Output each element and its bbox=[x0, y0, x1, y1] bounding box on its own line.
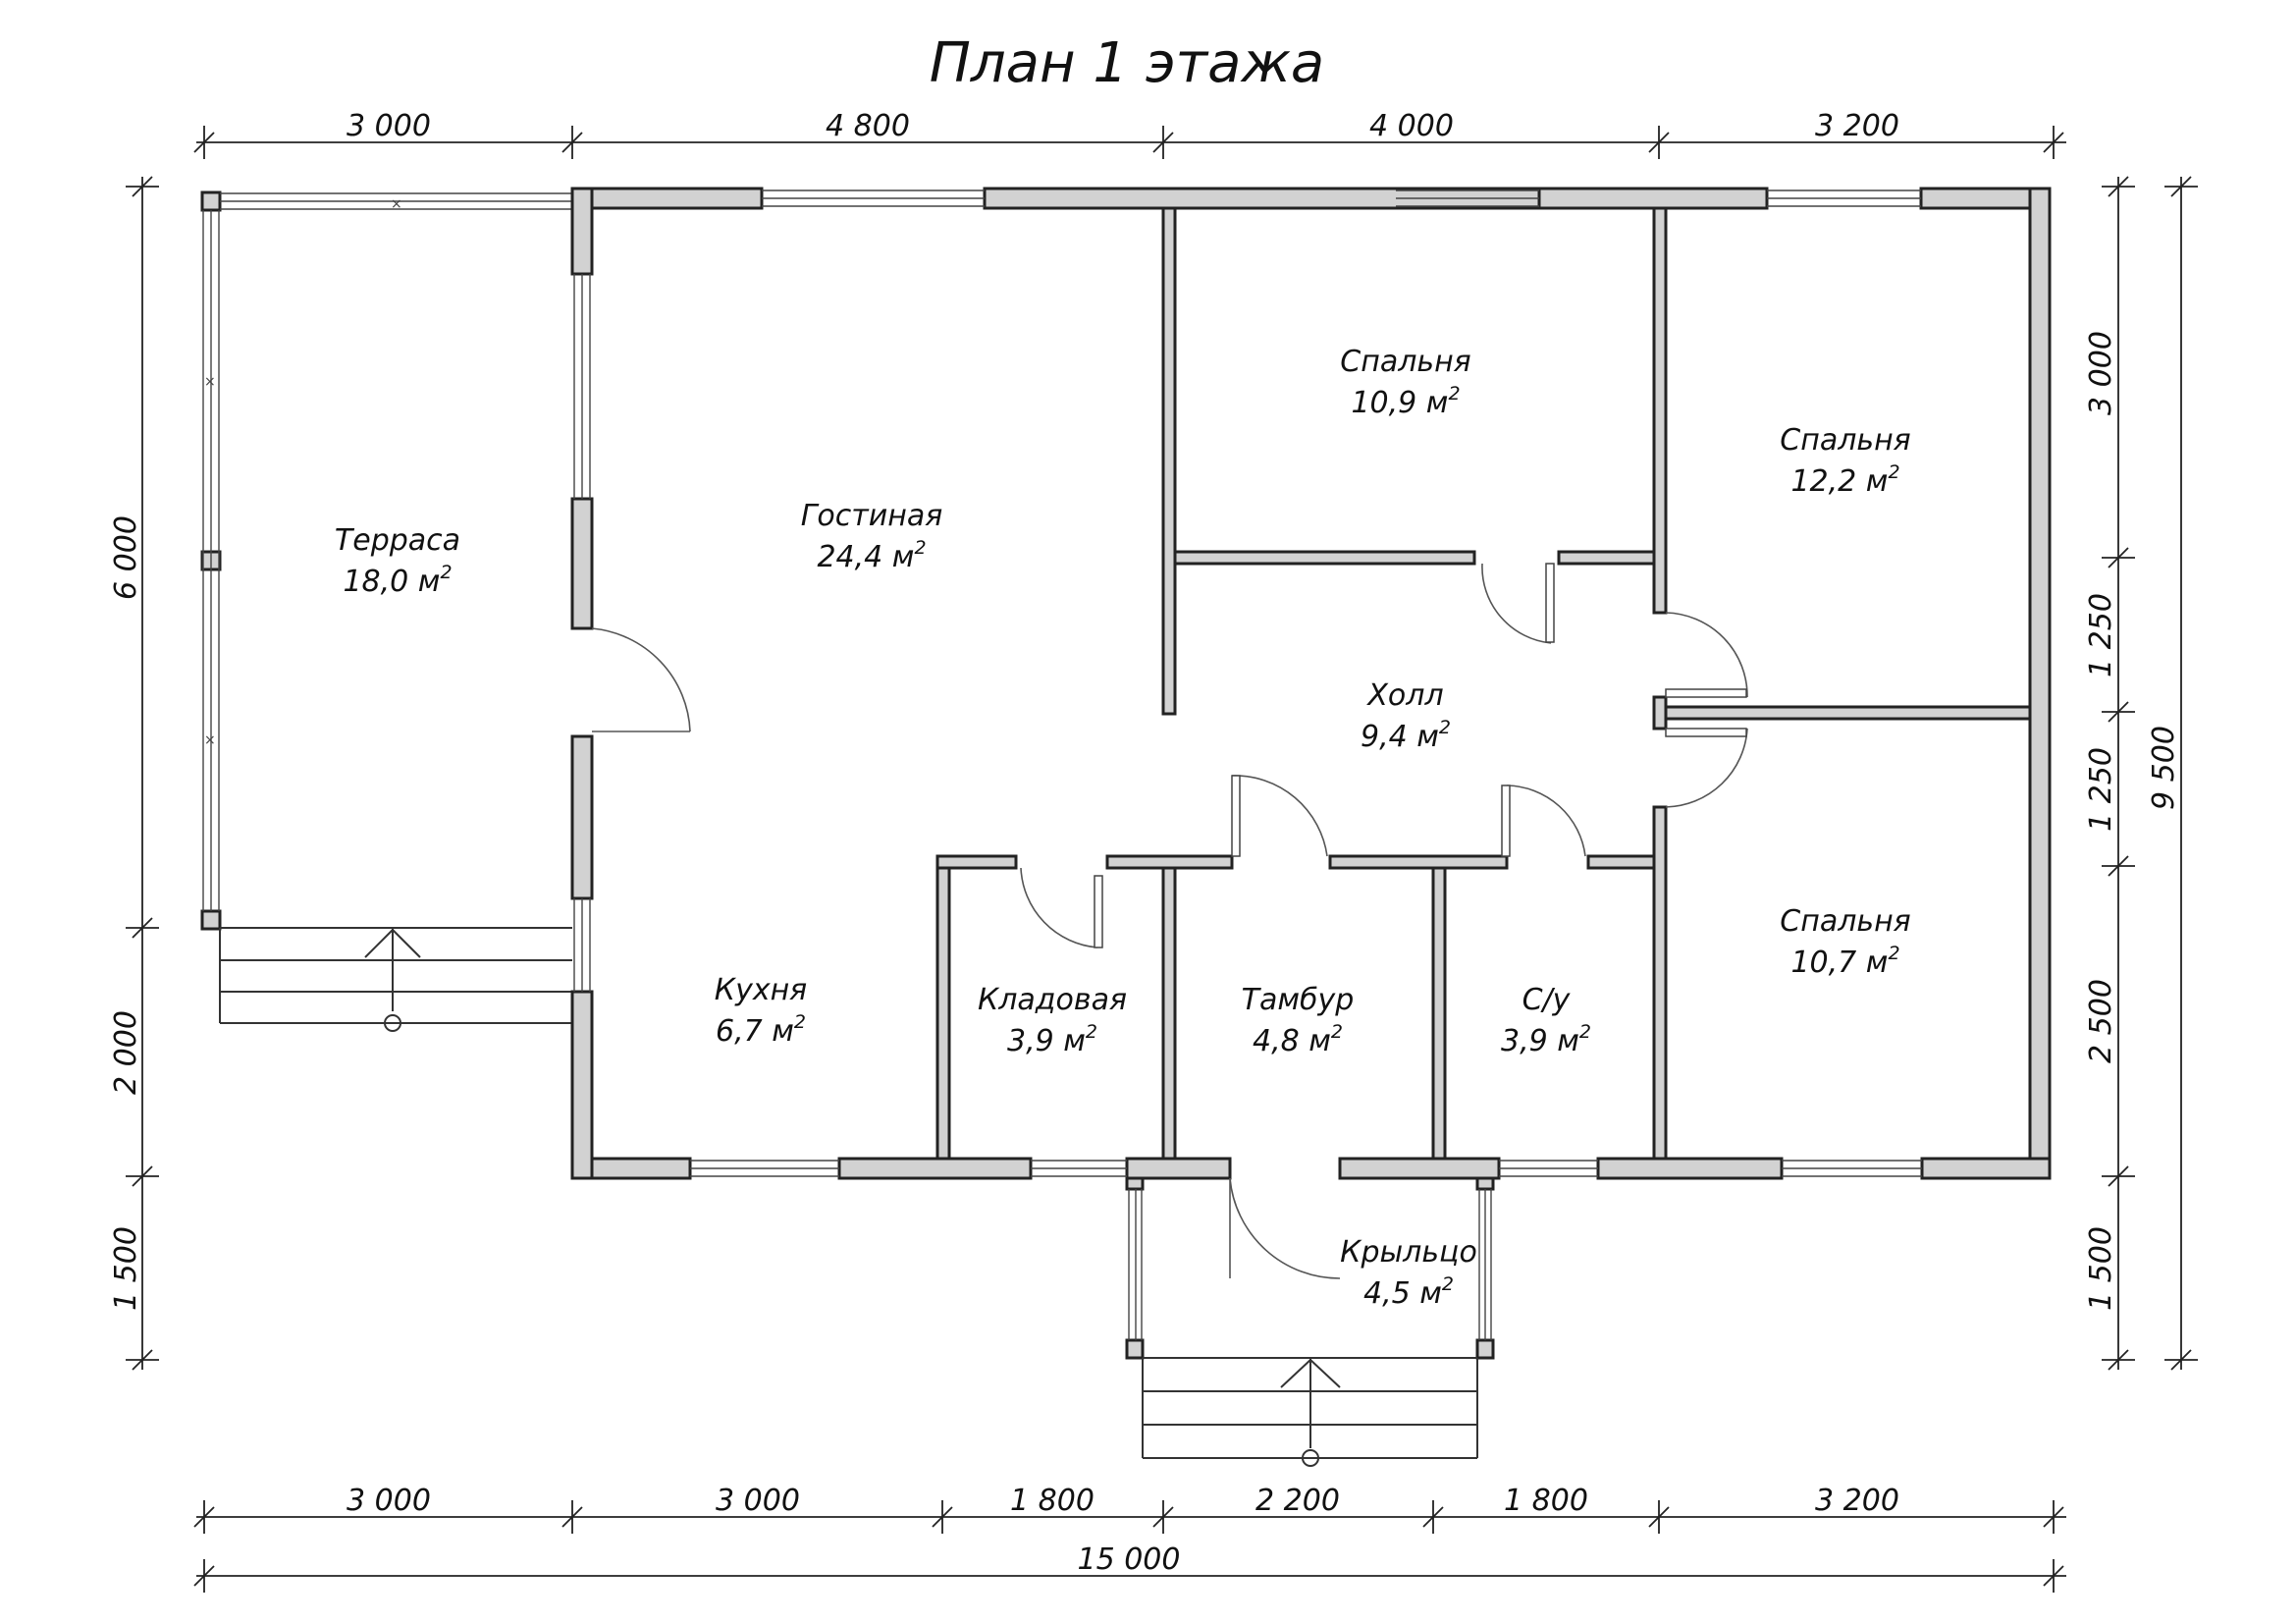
dim-bottom-5: 1 800 bbox=[1504, 1484, 1588, 1518]
room-name-hall: Холл bbox=[1365, 678, 1443, 713]
dim-right-1: 3 000 bbox=[2084, 331, 2118, 415]
room-name-vestibule: Тамбур bbox=[1242, 983, 1355, 1017]
room-name-bedroom3: Спальня bbox=[1780, 904, 1910, 939]
svg-text:×: × bbox=[391, 196, 402, 212]
room-name-bedroom2: Спальня bbox=[1780, 423, 1910, 458]
dim-bottom-1: 3 000 bbox=[347, 1484, 431, 1518]
room-area-storage: 3,9 м2 bbox=[1007, 1021, 1097, 1058]
room-name-living: Гостиная bbox=[801, 499, 943, 533]
dim-left-3: 1 500 bbox=[109, 1226, 143, 1311]
dim-left-2: 2 000 bbox=[109, 1010, 143, 1095]
plan-title: План 1 этажа bbox=[930, 31, 1325, 95]
exterior-walls bbox=[570, 187, 2052, 1180]
room-area-wc: 3,9 м2 bbox=[1501, 1021, 1591, 1058]
dim-bottom-total: 15 000 bbox=[1078, 1542, 1181, 1577]
room-name-kitchen: Кухня bbox=[715, 973, 807, 1007]
dim-right-2: 1 250 bbox=[2084, 593, 2118, 677]
room-area-kitchen: 6,7 м2 bbox=[716, 1011, 806, 1049]
room-area-porch: 4,5 м2 bbox=[1363, 1273, 1454, 1311]
terrace-structure: × × × bbox=[200, 190, 572, 1032]
porch-structure bbox=[1125, 1171, 1495, 1467]
room-name-porch: Крыльцо bbox=[1340, 1235, 1477, 1270]
room-area-bedroom3: 10,7 м2 bbox=[1790, 943, 1899, 980]
room-name-wc: С/у bbox=[1522, 983, 1572, 1017]
dim-bottom-2: 3 000 bbox=[716, 1484, 800, 1518]
dimension-lines bbox=[126, 126, 2198, 1593]
room-name-bedroom1: Спальня bbox=[1340, 345, 1470, 379]
room-area-bedroom2: 12,2 м2 bbox=[1790, 461, 1899, 499]
dim-right-total: 9 500 bbox=[2147, 726, 2181, 810]
dim-top-4: 3 200 bbox=[1815, 109, 1899, 143]
dim-bottom-3: 1 800 bbox=[1010, 1484, 1095, 1518]
room-area-bedroom1: 10,9 м2 bbox=[1351, 383, 1460, 420]
svg-text:×: × bbox=[204, 732, 216, 748]
dim-right-3: 1 250 bbox=[2084, 747, 2118, 832]
dim-left-1: 6 000 bbox=[109, 515, 143, 600]
dim-bottom-6: 3 200 bbox=[1815, 1484, 1899, 1518]
room-area-vestibule: 4,8 м2 bbox=[1253, 1021, 1343, 1058]
dim-top-2: 4 800 bbox=[826, 109, 910, 143]
dim-right-4: 2 500 bbox=[2084, 979, 2118, 1063]
room-area-terrace: 18,0 м2 bbox=[343, 562, 452, 599]
room-name-storage: Кладовая bbox=[978, 983, 1127, 1017]
dim-top-3: 4 000 bbox=[1369, 109, 1454, 143]
dim-top-1: 3 000 bbox=[347, 109, 431, 143]
doors bbox=[591, 563, 1748, 1279]
room-name-terrace: Терраса bbox=[335, 523, 460, 558]
room-area-living: 24,4 м2 bbox=[817, 537, 926, 574]
dim-right-5: 1 500 bbox=[2084, 1226, 2118, 1311]
svg-text:×: × bbox=[204, 374, 216, 390]
dimension-labels: 3 000 4 800 4 000 3 200 3 000 3 000 1 80… bbox=[109, 109, 2181, 1577]
dim-bottom-4: 2 200 bbox=[1255, 1484, 1340, 1518]
room-labels: Терраса 18,0 м2 Гостиная 24,4 м2 Спальня… bbox=[335, 345, 1911, 1311]
room-area-hall: 9,4 м2 bbox=[1361, 717, 1451, 754]
interior-walls bbox=[935, 206, 2032, 1161]
